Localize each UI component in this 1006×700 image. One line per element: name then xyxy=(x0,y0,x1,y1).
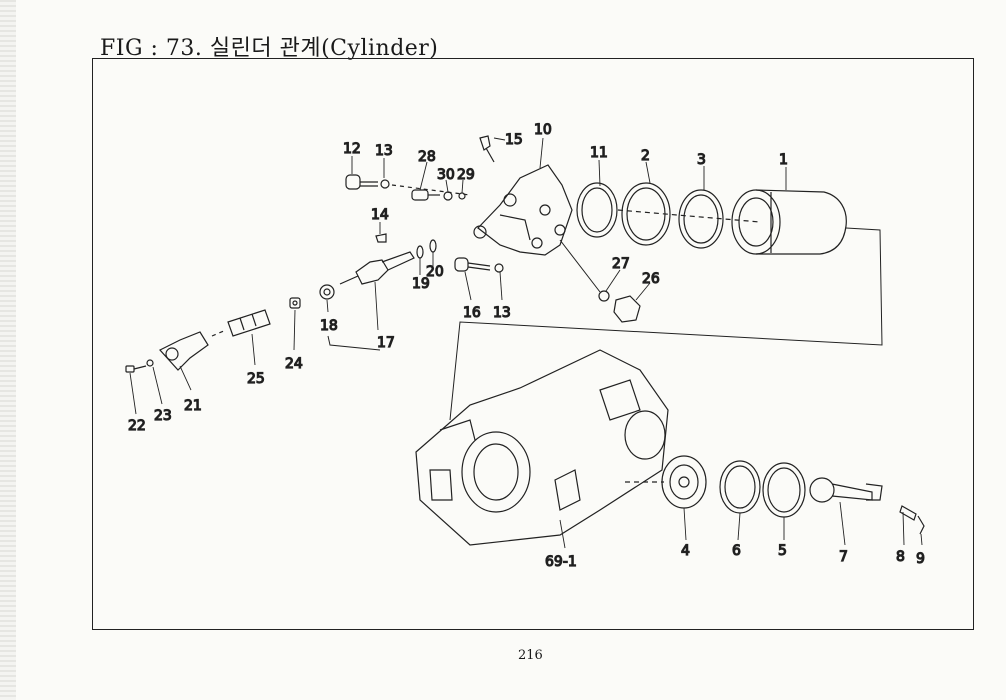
callout-69-1: 69-1 xyxy=(545,554,577,570)
callout-21: 21 xyxy=(184,398,202,414)
callout-10: 10 xyxy=(534,122,552,138)
part-13-washer-upper xyxy=(381,180,389,188)
part-1-piston xyxy=(732,190,846,254)
callout-24: 24 xyxy=(285,356,303,372)
part-28-plug xyxy=(412,190,440,200)
callout-28: 28 xyxy=(418,149,436,165)
callout-3: 3 xyxy=(697,152,706,168)
part-13-washer-lower xyxy=(495,264,503,272)
callout-27: 27 xyxy=(612,256,630,272)
part-3-ring xyxy=(679,190,723,248)
callout-30: 30 xyxy=(437,167,455,183)
callout-11: 11 xyxy=(590,145,608,161)
part-10-head-cover xyxy=(474,165,572,255)
callout-13-lower: 13 xyxy=(493,305,511,321)
part-18-nut xyxy=(320,285,334,299)
part-15-screw xyxy=(480,136,494,162)
leader-lines xyxy=(130,138,922,548)
callout-7: 7 xyxy=(839,549,848,565)
part-6-ring xyxy=(720,461,760,513)
callout-13-upper: 13 xyxy=(375,143,393,159)
part-4-piston xyxy=(662,456,706,508)
callout-29: 29 xyxy=(457,167,475,183)
part-21-cover xyxy=(160,332,208,370)
callout-6: 6 xyxy=(732,543,741,559)
callout-20: 20 xyxy=(426,264,444,280)
part-29-ball xyxy=(459,193,465,199)
part-5-ring xyxy=(763,463,805,517)
figure-frame xyxy=(92,58,974,630)
callout-26: 26 xyxy=(642,271,660,287)
callout-8: 8 xyxy=(896,549,905,565)
part-25-sleeve xyxy=(228,310,270,336)
part-23-washer xyxy=(147,360,153,366)
part-22-screw xyxy=(126,366,146,372)
callout-16: 16 xyxy=(463,305,481,321)
part-9-clip xyxy=(918,516,924,534)
callout-4: 4 xyxy=(681,543,690,559)
part-8-pin xyxy=(900,506,916,520)
callout-23: 23 xyxy=(154,408,172,424)
callout-14: 14 xyxy=(371,207,389,223)
part-2-snap-ring xyxy=(622,183,670,245)
callout-17: 17 xyxy=(377,335,395,351)
part-16-bolt xyxy=(455,258,490,271)
callout-5: 5 xyxy=(778,543,787,559)
part-20-oring xyxy=(430,240,436,252)
part-7-rod xyxy=(810,478,882,502)
page-number: 216 xyxy=(518,648,543,663)
callout-19: 19 xyxy=(412,276,430,292)
callout-1: 1 xyxy=(779,152,788,168)
scanned-page-edge xyxy=(0,0,16,700)
part-11-ring xyxy=(577,183,617,237)
callout-2: 2 xyxy=(641,148,650,164)
callout-18: 18 xyxy=(320,318,338,334)
part-14-plug xyxy=(376,234,386,242)
callout-22: 22 xyxy=(128,418,146,434)
part-24-nut xyxy=(290,298,300,308)
part-17-valve-assembly xyxy=(340,252,414,284)
part-26-plug xyxy=(614,296,640,322)
assembly-line-12 xyxy=(392,185,470,195)
callout-15: 15 xyxy=(505,132,523,148)
part-69-1-case xyxy=(416,350,668,545)
callout-25: 25 xyxy=(247,371,265,387)
part-19-oring xyxy=(417,246,423,258)
figure-title: FIG : 73. 실린더 관계(Cylinder) xyxy=(100,36,439,61)
part-27-washer xyxy=(599,291,609,301)
part-12-bolt xyxy=(346,175,378,189)
callout-12: 12 xyxy=(343,141,361,157)
part-30-ring xyxy=(444,192,452,200)
callout-9: 9 xyxy=(916,551,925,567)
